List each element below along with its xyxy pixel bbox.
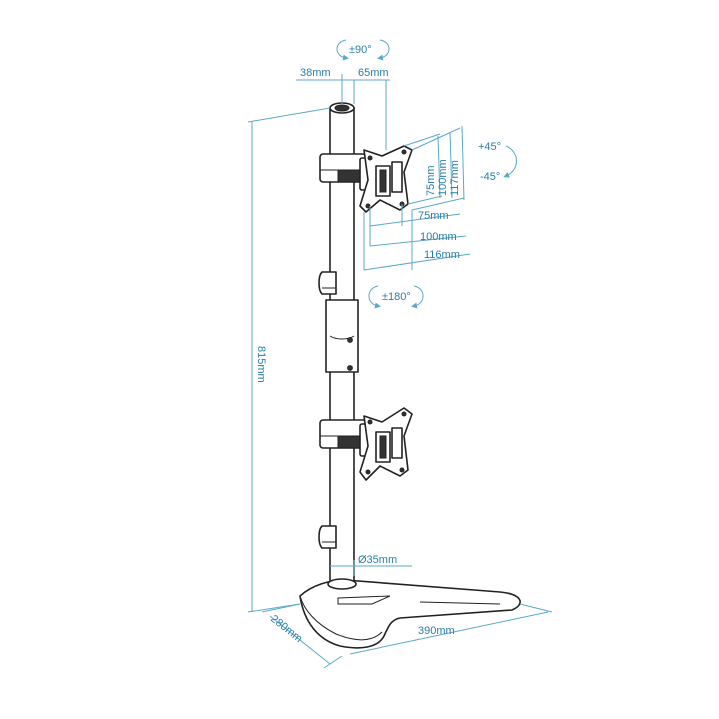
cable-clip-lower [318,525,337,549]
label-base-depth: 280mm [268,613,304,645]
dimension-lines [247,74,553,669]
label-vesa-v117: 117mm [449,160,461,196]
rotation-indicators [336,39,517,309]
label-dim-65: 65mm [358,67,389,79]
label-base-width: 390mm [418,625,455,637]
label-tilt-minus: -45° [480,171,500,183]
stand-base [299,579,521,649]
stand-pole [325,102,359,590]
label-vesa-h100: 100mm [420,231,457,243]
label-vesa-h75: 75mm [418,210,449,222]
label-height: 815mm [255,346,267,383]
dimension-labels: ±90° 38mm 65mm +45° -45° 75mm 100mm 117m… [255,44,501,645]
cable-clip-upper [318,271,337,295]
label-pole-diameter: Ø35mm [358,554,397,566]
label-vesa-v100: 100mm [437,159,449,196]
label-vesa-v75: 75mm [425,165,437,196]
label-dim-38: 38mm [300,67,331,79]
label-tilt-plus: +45° [478,141,501,153]
label-rot-swivel: ±180° [382,291,411,303]
lower-vesa-plate [359,407,413,481]
label-rot-tilt: ±90° [349,44,372,56]
label-vesa-h116: 116mm [424,249,460,261]
upper-vesa-plate [359,145,413,213]
